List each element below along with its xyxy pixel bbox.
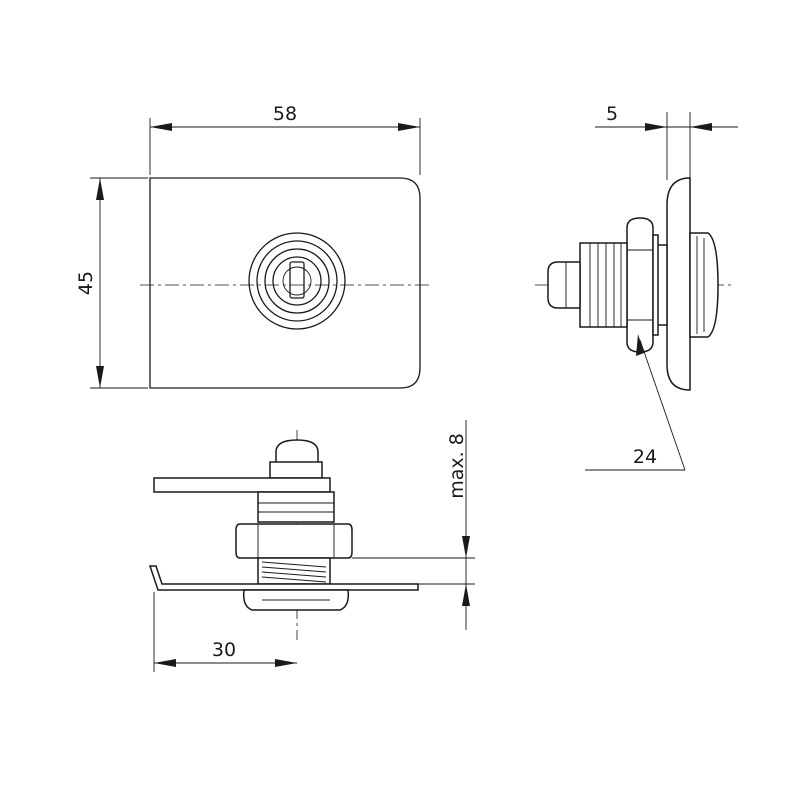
arrow-head (690, 123, 712, 131)
arrow-head (275, 659, 297, 667)
lock-bezel-inner (256, 240, 338, 322)
plunger-collar (269, 461, 323, 479)
spring (257, 557, 331, 585)
arrow-head (96, 178, 104, 200)
arrow-head (462, 584, 470, 606)
arrow-head (154, 659, 176, 667)
dimension-label-width: 58 (273, 103, 297, 125)
nut-collar (652, 234, 659, 336)
threaded-body (579, 242, 628, 328)
side-view: 5 24 (535, 103, 738, 471)
hex-nut (235, 523, 353, 559)
lock-cylinder-inner (272, 256, 322, 306)
dimension-label-height: 45 (75, 271, 97, 295)
lock-bezel-outer (248, 232, 346, 330)
bottom-view: max. 8 30 (148, 420, 475, 672)
arrow-head (150, 123, 172, 131)
dimension-label-nut: 24 (633, 446, 657, 468)
shaft (547, 261, 581, 309)
cover-plate (149, 177, 421, 389)
hex-nut (626, 217, 654, 353)
upper-cam (153, 477, 331, 493)
leader-line (639, 339, 686, 471)
bezel-flange (666, 177, 691, 391)
lock-body (257, 491, 335, 523)
lock-cylinder-outer (264, 248, 330, 314)
spring-coil (261, 561, 327, 583)
dimension-label-cam: 30 (212, 639, 236, 661)
arrow-head (96, 366, 104, 388)
dimension-label-panel: max. 8 (446, 433, 468, 499)
key-plug (282, 266, 312, 296)
arrow-head (462, 536, 470, 558)
front-view: 58 45 (75, 103, 432, 389)
keyway-icon (289, 261, 305, 299)
arrow-head (636, 334, 644, 356)
dimension-label-bezel: 5 (606, 103, 618, 125)
arrow-head (645, 123, 667, 131)
arrow-head (398, 123, 420, 131)
